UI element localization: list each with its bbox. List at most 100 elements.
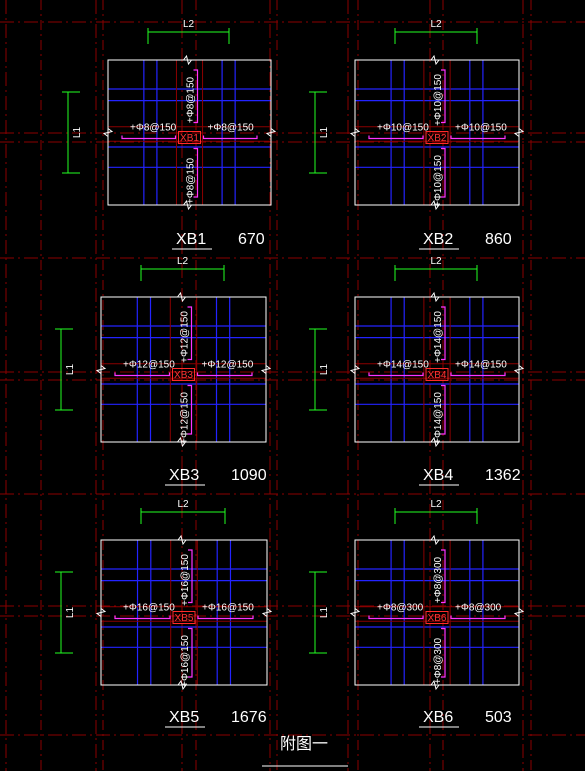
break-mark xyxy=(430,199,440,211)
bracket-left xyxy=(114,615,171,620)
bracket-top xyxy=(441,549,446,604)
panel-name: XB5 xyxy=(169,709,199,726)
break-mark xyxy=(513,128,525,137)
break-mark xyxy=(430,679,440,691)
panel-tag-label: XB6 xyxy=(428,613,447,624)
rebar-label-bottom: +Φ16@150 xyxy=(180,635,191,687)
bracket-top xyxy=(193,69,199,124)
bracket-bottom xyxy=(441,384,446,435)
dimension-label-l1: L1 xyxy=(319,127,330,139)
slab-panel-xb2: XB2+Φ10@150+Φ10@150+Φ10@150+Φ10@150L2L1X… xyxy=(309,19,525,250)
bracket-right xyxy=(450,135,506,140)
break-mark xyxy=(177,291,186,303)
panel-tag-box xyxy=(425,131,449,144)
panel-value: 670 xyxy=(238,231,265,248)
bracket-top xyxy=(441,306,446,361)
break-mark xyxy=(513,365,525,374)
break-mark xyxy=(430,534,440,546)
break-mark xyxy=(349,365,361,374)
rebar-label-left: +Φ8@300 xyxy=(377,603,424,614)
bracket-right xyxy=(197,615,254,620)
bracket-bottom xyxy=(193,147,199,198)
break-mark xyxy=(261,608,273,617)
rebar-label-bottom: +Φ12@150 xyxy=(180,392,191,444)
bracket-bottom xyxy=(187,384,193,435)
rebar-label-right: +Φ8@300 xyxy=(455,603,502,614)
rebar-label-left: +Φ10@150 xyxy=(377,123,429,134)
figure-caption: 附图一 xyxy=(280,735,328,753)
dimension-label-l2: L2 xyxy=(183,19,195,30)
bracket-left xyxy=(368,372,424,377)
dimension-label-l1: L1 xyxy=(72,127,83,139)
bracket-top xyxy=(188,549,193,604)
panel-value: 1090 xyxy=(231,467,267,484)
dimension-label-l2: L2 xyxy=(177,256,189,267)
break-mark xyxy=(430,291,440,303)
bracket-right xyxy=(196,372,253,377)
slab-panel-xb5: XB5+Φ16@150+Φ16@150+Φ16@150+Φ16@150L2L1X… xyxy=(55,499,273,728)
panel-value: 1362 xyxy=(485,467,521,484)
break-mark xyxy=(260,365,272,374)
rebar-label-left: +Φ12@150 xyxy=(123,360,175,371)
break-mark xyxy=(430,436,440,448)
rebar-label-left: +Φ14@150 xyxy=(377,360,429,371)
panel-tag-box xyxy=(178,131,201,144)
break-mark xyxy=(265,128,277,137)
bracket-left xyxy=(121,135,177,140)
dimension-label-l2: L2 xyxy=(430,19,442,30)
bracket-right xyxy=(450,372,506,377)
panel-name: XB4 xyxy=(423,467,453,484)
dimension-label-l1: L1 xyxy=(319,607,330,619)
break-mark xyxy=(177,436,186,448)
break-mark xyxy=(102,128,114,137)
panel-name: XB1 xyxy=(176,231,206,248)
bracket-right xyxy=(202,135,258,140)
panel-name: XB3 xyxy=(169,467,199,484)
panel-tag-box xyxy=(425,611,449,624)
panel-tag-label: XB5 xyxy=(175,613,194,624)
panel-tag-label: XB4 xyxy=(428,370,447,381)
panel-tag-label: XB3 xyxy=(174,370,193,381)
break-mark xyxy=(183,199,192,211)
break-mark xyxy=(95,608,107,617)
break-mark xyxy=(177,534,187,546)
bracket-top xyxy=(441,69,446,124)
break-mark xyxy=(177,679,187,691)
dimension-label-l1: L1 xyxy=(65,607,76,619)
rebar-label-top: +Φ8@300 xyxy=(433,556,444,603)
panel-name: XB2 xyxy=(423,231,453,248)
rebar-label-left: +Φ16@150 xyxy=(123,603,175,614)
rebar-label-right: +Φ8@150 xyxy=(208,123,255,134)
bracket-bottom xyxy=(441,627,446,678)
rebar-label-right: +Φ14@150 xyxy=(455,360,507,371)
rebar-label-left: +Φ8@150 xyxy=(130,123,177,134)
dimension-label-l2: L2 xyxy=(430,256,442,267)
rebar-label-right: +Φ12@150 xyxy=(202,360,254,371)
bracket-left xyxy=(368,615,424,620)
dimension-label-l1: L1 xyxy=(319,364,330,376)
bracket-left xyxy=(368,135,424,140)
bracket-left xyxy=(114,372,171,377)
panel-value: 503 xyxy=(485,709,512,726)
rebar-label-top: +Φ14@150 xyxy=(433,311,444,363)
break-mark xyxy=(349,128,361,137)
panel-tag-box xyxy=(172,368,195,381)
rebar-label-top: +Φ8@150 xyxy=(186,76,197,123)
slab-panel-xb3: XB3+Φ12@150+Φ12@150+Φ12@150+Φ12@150L2L1X… xyxy=(55,256,272,486)
panel-tag-label: XB1 xyxy=(180,133,199,144)
figure-caption-group: 附图一 xyxy=(262,735,348,767)
break-mark xyxy=(430,54,440,66)
dimension-label-l2: L2 xyxy=(430,499,442,510)
rebar-label-bottom: +Φ10@150 xyxy=(433,155,444,207)
rebar-label-bottom: +Φ14@150 xyxy=(433,392,444,444)
slab-panel-xb4: XB4+Φ14@150+Φ14@150+Φ14@150+Φ14@150L2L1X… xyxy=(309,256,525,486)
panel-value: 860 xyxy=(485,231,512,248)
panel-value: 1676 xyxy=(231,709,267,726)
break-mark xyxy=(513,608,525,617)
break-mark xyxy=(95,365,107,374)
rebar-label-top: +Φ16@150 xyxy=(180,554,191,606)
